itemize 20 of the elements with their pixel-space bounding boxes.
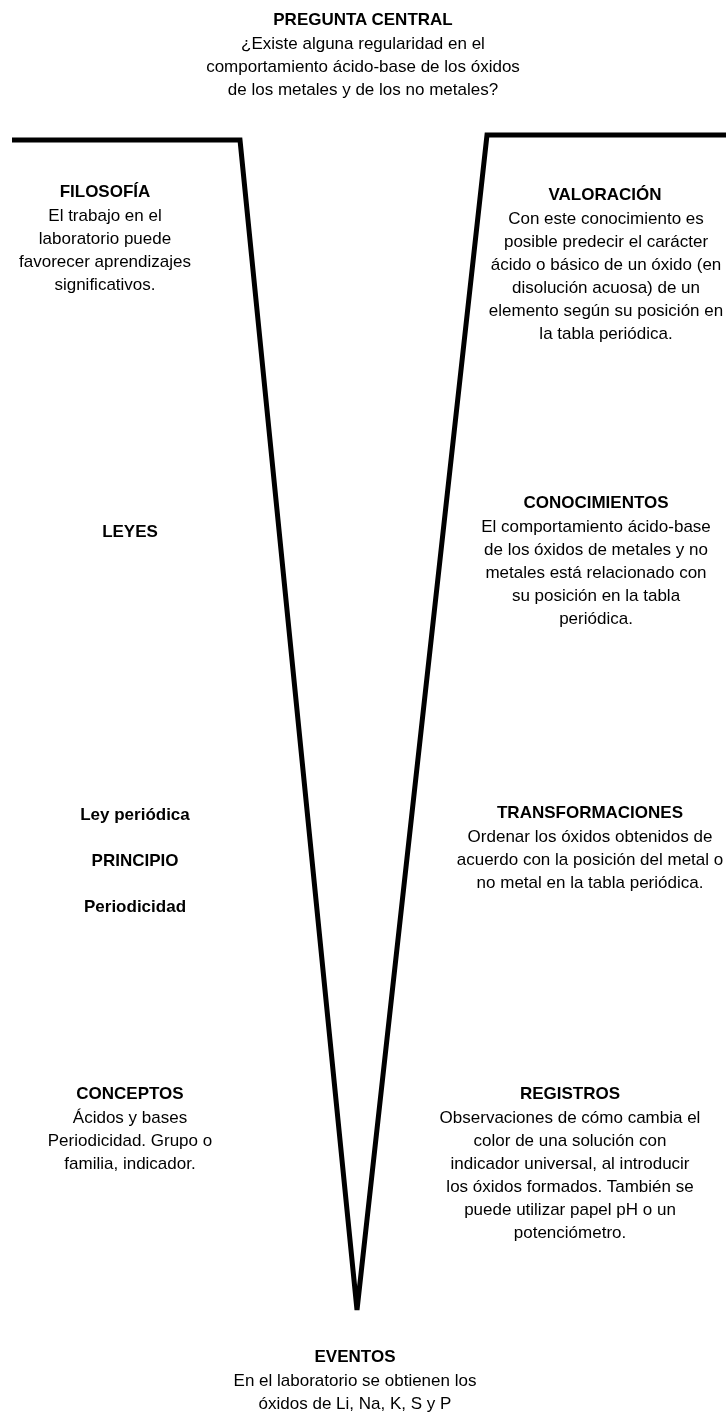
section-text: Observaciones de cómo cambia el color de una solución con indicador universal, al introducir los óxidos formados. También se puede utilizar papel pH o un potenciómetro.	[439, 1107, 701, 1244]
section-heading: PRINCIPIO	[90, 850, 180, 872]
principle-text: Periodicidad	[83, 896, 187, 918]
section-heading: FILOSOFÍA	[58, 181, 152, 203]
section-text: En el laboratorio se obtienen los óxidos de Li, Na, K, S y P	[232, 1370, 478, 1415]
section-text: Ácidos y bases Periodicidad. Grupo o familia, indicador.	[46, 1107, 214, 1175]
section-heading: TRANSFORMACIONES	[495, 802, 685, 824]
section-heading: LEYES	[101, 521, 159, 543]
section-text: El trabajo en el laboratorio puede favorecer aprendizajes significativos.	[18, 205, 192, 296]
section-heading: CONCEPTOS	[75, 1083, 185, 1105]
section-heading: VALORACIÓN	[547, 184, 663, 206]
question-heading: PREGUNTA CENTRAL	[272, 9, 454, 31]
question-text: ¿Existe alguna regularidad en el comportamiento ácido-base de los óxidos de los metales y de los no metales?	[205, 33, 521, 101]
law-text: Ley periódica	[79, 804, 191, 826]
section-text: Con este conocimiento es posible predecir el carácter ácido o básico de un óxido (en disolución acuosa) de un elemento según su posición en la tabla periódica.	[488, 208, 724, 345]
section-text: El comportamiento ácido-base de los óxidos de metales y no metales está relacionado con su posición en la tabla periódica.	[480, 516, 712, 630]
section-heading: REGISTROS	[518, 1083, 622, 1105]
section-heading: EVENTOS	[313, 1346, 397, 1368]
section-heading: CONOCIMIENTOS	[522, 492, 670, 514]
section-text: Ordenar los óxidos obtenidos de acuerdo con la posición del metal o no metal en la tabla periódica.	[455, 826, 725, 894]
